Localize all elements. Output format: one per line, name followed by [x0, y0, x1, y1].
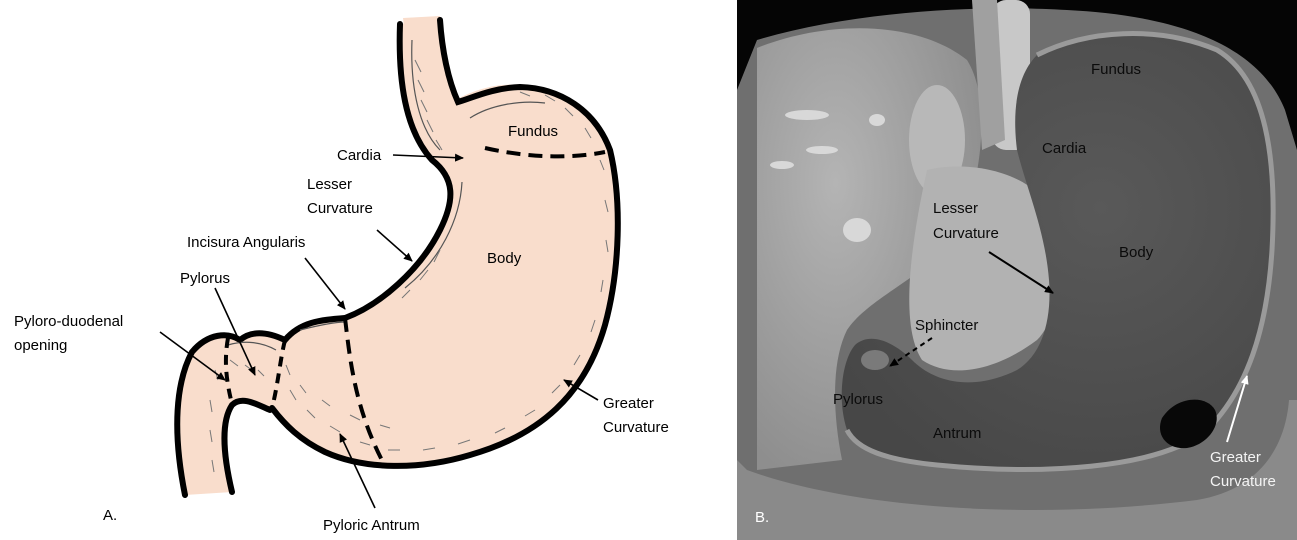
label-lesser-curvature-line1: Lesser — [307, 176, 352, 193]
label-b-cardia: Cardia — [1042, 140, 1087, 157]
label-body: Body — [487, 250, 522, 267]
panel-a-letter: A. — [103, 507, 117, 524]
label-greater-curvature-line2: Curvature — [603, 419, 669, 436]
label-pyloro-duodenal-line1: Pyloro-duodenal — [14, 313, 123, 330]
label-pyloro-duodenal-line2: opening — [14, 337, 67, 354]
label-b-antrum: Antrum — [933, 425, 981, 442]
arrow-lesser-curvature — [377, 230, 412, 261]
label-greater-curvature-line1: Greater — [603, 395, 654, 412]
label-b-lesser-curvature-line1: Lesser — [933, 200, 978, 217]
arrow-incisura — [305, 258, 345, 309]
label-cardia: Cardia — [337, 147, 382, 164]
label-pyloric-antrum: Pyloric Antrum — [323, 517, 420, 534]
duodenum-lower-outline — [225, 401, 271, 492]
label-b-body: Body — [1119, 244, 1154, 261]
panel-b-letter: B. — [755, 509, 769, 526]
label-b-sphincter: Sphincter — [915, 317, 978, 334]
label-pylorus: Pylorus — [180, 270, 230, 287]
panel-a-illustration: Fundus Cardia Lesser Curvature Incisura … — [0, 0, 737, 540]
panel-b-ct-image: Fundus Cardia Lesser Curvature Body Sphi… — [737, 0, 1297, 540]
label-b-greater-curvature-line1: Greater — [1210, 449, 1261, 466]
label-b-fundus: Fundus — [1091, 61, 1141, 78]
label-b-pylorus: Pylorus — [833, 391, 883, 408]
ct-pylorus-lumen — [861, 350, 889, 370]
stomach-illustration: Fundus Cardia Lesser Curvature Incisura … — [0, 0, 737, 540]
ct-scan: Fundus Cardia Lesser Curvature Body Sphi… — [737, 0, 1297, 540]
label-lesser-curvature-line2: Curvature — [307, 200, 373, 217]
label-incisura-angularis: Incisura Angularis — [187, 234, 305, 251]
label-fundus: Fundus — [508, 123, 558, 140]
label-b-greater-curvature-line2: Curvature — [1210, 473, 1276, 490]
label-b-lesser-curvature-line2: Curvature — [933, 225, 999, 242]
